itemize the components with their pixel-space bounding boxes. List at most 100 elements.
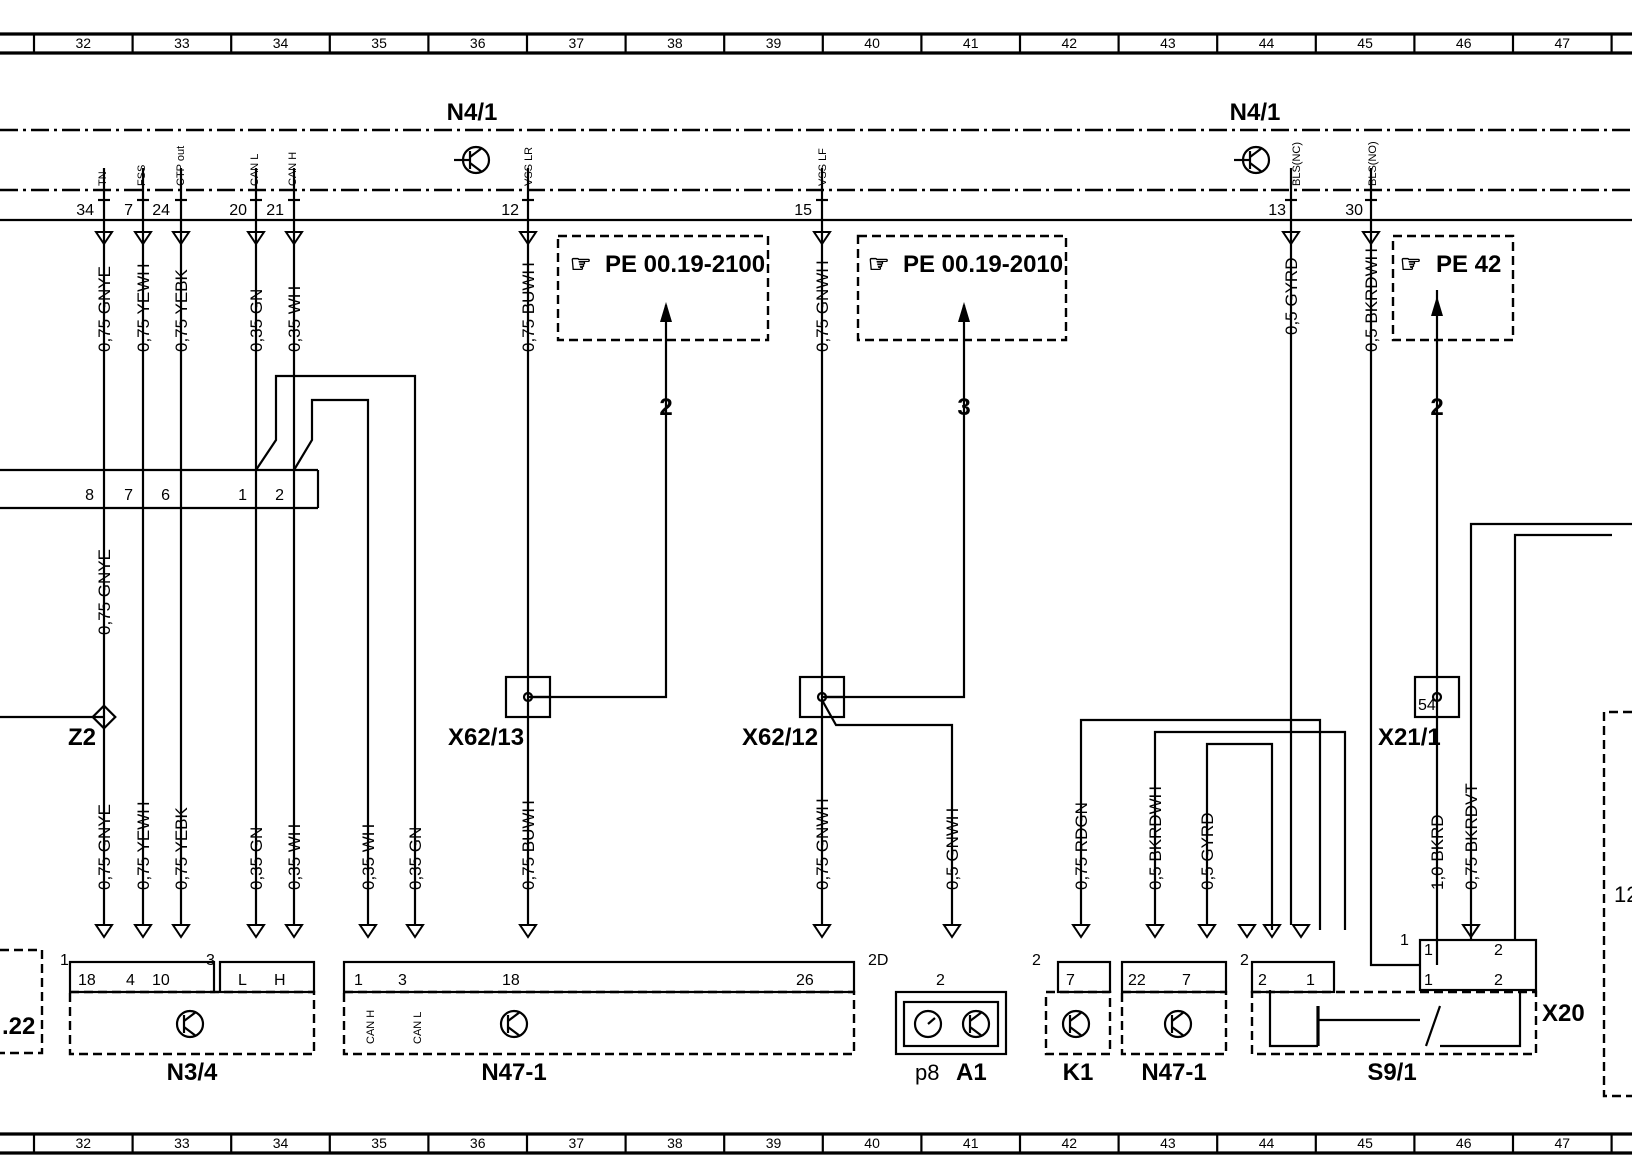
n34-pin-3: 3 bbox=[206, 952, 215, 969]
x20-pin-1b: 1 bbox=[1424, 942, 1433, 959]
ref-box-1: ☞ PE 00.19-2100 2 bbox=[556, 234, 770, 421]
n47a-pin-1: 1 bbox=[354, 972, 363, 989]
gauge-icon bbox=[913, 1009, 943, 1039]
signal-vsslf: VSS LF bbox=[817, 148, 829, 186]
connector-arrow bbox=[1291, 924, 1311, 939]
x20-pin-1a: 1 bbox=[1400, 932, 1409, 949]
x21-1-label: X21/1 bbox=[1378, 724, 1441, 751]
n47-1-module-b: 22 7 N47-1 bbox=[1120, 960, 1228, 1086]
grid-column-number: 35 bbox=[371, 35, 387, 51]
transistor-icon bbox=[499, 1009, 529, 1039]
n34-pin-h: H bbox=[274, 972, 286, 989]
grid-column-number: 35 bbox=[371, 1135, 387, 1151]
grid-column-number: 32 bbox=[76, 1135, 92, 1151]
x21-pin-54: 54 bbox=[1418, 697, 1436, 714]
wire-label: 0,75 GNWH bbox=[813, 798, 832, 890]
grid-column-number: 41 bbox=[963, 1135, 979, 1151]
grid-column-number: 46 bbox=[1456, 1135, 1472, 1151]
left-partial-label: .22 bbox=[2, 1013, 35, 1040]
connector-arrow bbox=[1145, 924, 1165, 939]
ref-count-3: 2 bbox=[1430, 394, 1443, 421]
x62-13-connector: X62/13 bbox=[448, 675, 552, 751]
connector-arrow bbox=[94, 924, 114, 939]
wire-label: 0,35 WH bbox=[285, 286, 304, 352]
signal-blsnc: BLS(NC) bbox=[1291, 142, 1303, 186]
transistor-icon bbox=[961, 1009, 991, 1039]
pin-15: 15 bbox=[794, 202, 812, 219]
n41-module: N4/1 N4/1 TN FSS CTP out CAN L CAN H VSS… bbox=[0, 99, 1632, 939]
wire-label: 0,5 BKRDWH bbox=[1362, 248, 1381, 352]
n34-pin-1: 1 bbox=[60, 952, 69, 969]
n34-pin-10: 10 bbox=[152, 972, 170, 989]
signal-fss: FSS bbox=[136, 165, 148, 186]
wire-label: 1,0 BKRD bbox=[1428, 814, 1447, 890]
wire-label: 0,75 YEWH bbox=[134, 801, 153, 890]
k1-pin-7: 7 bbox=[1066, 972, 1075, 989]
grid-column-number: 34 bbox=[273, 1135, 289, 1151]
s91-pin-1: 1 bbox=[1306, 972, 1315, 989]
n47a-pin-3: 3 bbox=[398, 972, 407, 989]
hand-icon: ☞ bbox=[1400, 251, 1422, 278]
ref-box-3: ☞ PE 42 2 bbox=[1391, 234, 1515, 421]
wire-label: 0,5 BKRDWH bbox=[1146, 786, 1165, 890]
n41-right-label: N4/1 bbox=[1230, 99, 1281, 126]
z2-splice: Z2 bbox=[68, 704, 117, 751]
pin-7: 7 bbox=[124, 202, 133, 219]
signal-canh: CAN H bbox=[287, 152, 299, 186]
signal-tn: TN bbox=[97, 171, 109, 186]
pin-24: 24 bbox=[152, 202, 170, 219]
grid-column-number: 44 bbox=[1259, 1135, 1275, 1151]
wire-label: 0,5 GNWH bbox=[943, 808, 962, 890]
connector-arrow bbox=[405, 924, 425, 939]
x21-1-connector: 54 X21/1 bbox=[1378, 675, 1461, 751]
n47-1-label-a: N47-1 bbox=[481, 1059, 546, 1086]
grid-column-number: 43 bbox=[1160, 1135, 1176, 1151]
transistor-icon bbox=[454, 145, 491, 175]
connector-arrow bbox=[942, 924, 962, 939]
k1-label: K1 bbox=[1063, 1059, 1094, 1086]
n47b-pin-7: 7 bbox=[1182, 972, 1191, 989]
connector-arrow bbox=[1071, 924, 1091, 939]
ref-pe3: PE 42 bbox=[1436, 251, 1501, 278]
transistor-icon bbox=[1234, 145, 1271, 175]
pin-12: 12 bbox=[501, 202, 519, 219]
n47a-canl: CAN L bbox=[412, 1012, 424, 1044]
grid-column-number: 47 bbox=[1555, 1135, 1571, 1151]
wire-label: 0,75 BUWH bbox=[519, 800, 538, 890]
transistor-icon bbox=[1061, 1009, 1091, 1039]
harness-band: 8 7 6 1 2 bbox=[0, 468, 320, 510]
n34-label: N3/4 bbox=[167, 1059, 218, 1086]
signal-blsno: BLS(NO) bbox=[1367, 141, 1379, 186]
ref-pe2: PE 00.19-2010 bbox=[903, 251, 1063, 278]
n47-1-label-b: N47-1 bbox=[1141, 1059, 1206, 1086]
a1-module: 2D 2 p8 A1 bbox=[868, 952, 1008, 1086]
harness-pin-2: 2 bbox=[275, 487, 284, 504]
x20-pin-1c: 1 bbox=[1424, 972, 1433, 989]
wire-label: 0,75 GNYE bbox=[95, 804, 114, 890]
grid-column-number: 42 bbox=[1062, 1135, 1078, 1151]
grid-column-number: 39 bbox=[766, 35, 782, 51]
x20-pin-2b: 2 bbox=[1494, 972, 1503, 989]
wire-label: 0,5 GYRD bbox=[1198, 813, 1217, 890]
k1-module: 2 7 K1 bbox=[1032, 952, 1112, 1086]
a1-pin-2: 2 bbox=[936, 972, 945, 989]
wire-label: 0,75 YEBK bbox=[172, 268, 191, 352]
wire-label: 0,75 BUWH bbox=[519, 262, 538, 352]
n34-module: 1 18 4 10 3 L H N3/4 bbox=[60, 952, 316, 1086]
grid-column-number: 37 bbox=[569, 35, 585, 51]
signal-ctp: CTP out bbox=[175, 146, 187, 186]
harness-pin-7: 7 bbox=[124, 487, 133, 504]
wire-label: 0,35 GN bbox=[247, 827, 266, 890]
grid-column-number: 36 bbox=[470, 1135, 486, 1151]
wire-label: 0,75 BKRDVT bbox=[1462, 783, 1481, 890]
x20-pin-2a: 2 bbox=[1494, 942, 1503, 959]
n47a-pin-26: 26 bbox=[796, 972, 814, 989]
wire-label: 0,5 GYRD bbox=[1282, 258, 1301, 335]
transistor-icon bbox=[1163, 1009, 1193, 1039]
wire-label: 0,75 GNYE bbox=[95, 266, 114, 352]
wire-runs bbox=[0, 220, 1632, 967]
signal-canl: CAN L bbox=[249, 154, 261, 186]
